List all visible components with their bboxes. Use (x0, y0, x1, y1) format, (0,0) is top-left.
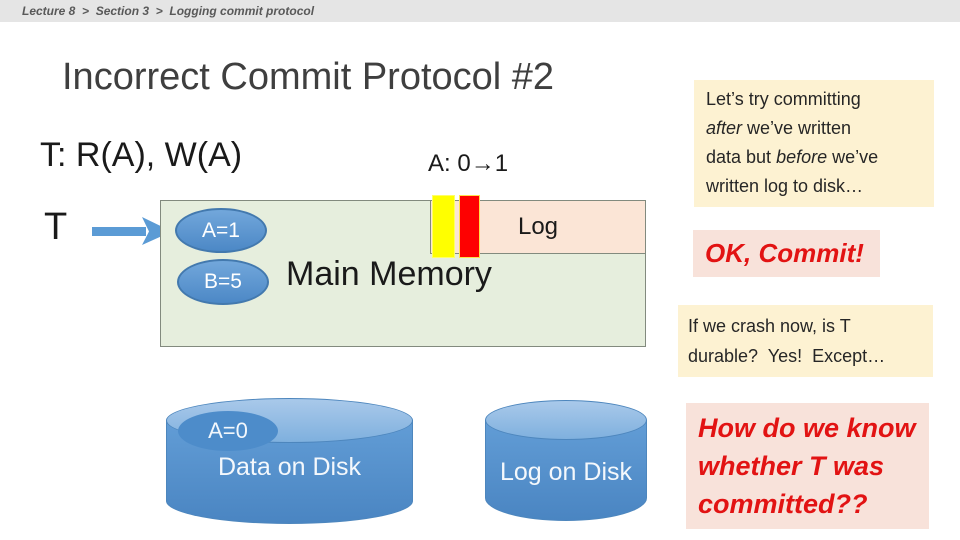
transaction-label: T (44, 206, 68, 248)
log-disk-body (485, 420, 647, 521)
data-disk-label: Data on Disk (217, 453, 362, 481)
data-disk-cylinder: A=0 Data on Disk (166, 398, 413, 524)
log-record-yellow-bar (432, 195, 455, 258)
breadcrumb-bar: Lecture 8 > Section 3 > Logging commit p… (0, 0, 960, 22)
log-record-red-bar (459, 195, 480, 258)
disk-value-a: A=0 (178, 411, 278, 451)
memory-cell-b: B=5 (177, 259, 269, 305)
note-ok-commit: OK, Commit! (693, 230, 880, 277)
log-disk-top-face (485, 400, 647, 440)
main-memory-label: Main Memory (286, 255, 492, 293)
log-disk-label: Log on Disk (499, 458, 633, 486)
value-change-annotation: A: 0→1 (428, 150, 509, 177)
transaction-operations: T: R(A), W(A) (40, 136, 243, 174)
right-arrow-icon (92, 217, 172, 245)
memory-cell-a: A=1 (175, 208, 267, 253)
log-disk-cylinder: Log on Disk (485, 400, 647, 521)
breadcrumb: Lecture 8 > Section 3 > Logging commit p… (22, 4, 315, 18)
page-title: Incorrect Commit Protocol #2 (62, 56, 555, 98)
ok-commit-text: OK, Commit! (705, 238, 864, 268)
log-buffer-label: Log (517, 213, 559, 240)
